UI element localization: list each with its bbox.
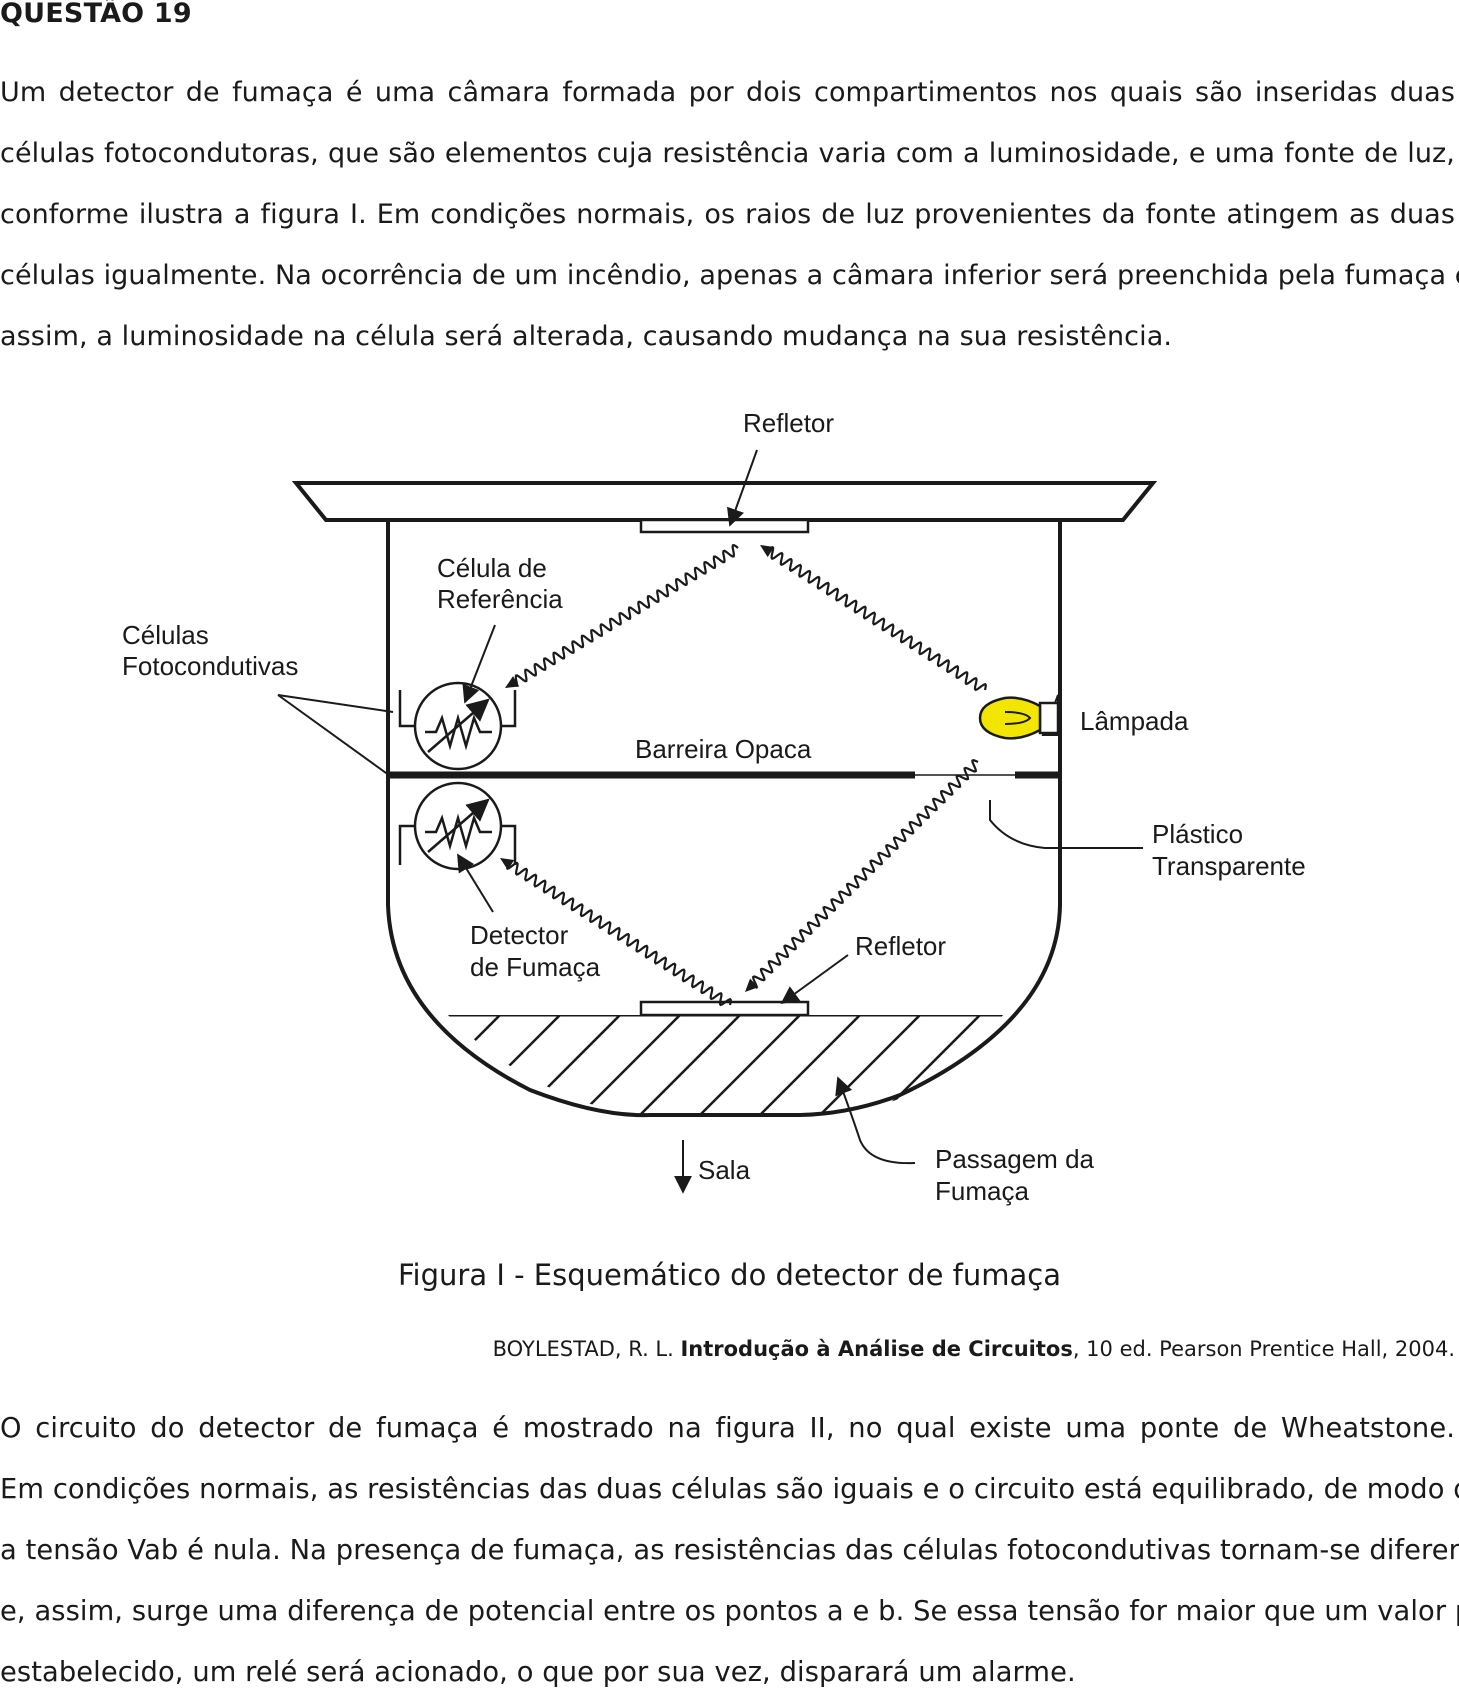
label-lampada: Lâmpada <box>1080 706 1189 736</box>
text-line: Em condições normais, as resistências da… <box>0 1474 1459 1505</box>
refletor-top-pointer <box>727 449 758 527</box>
circuit-paragraph: O circuito do detector de fumaça é mostr… <box>0 1398 1459 1703</box>
ray-lamp-to-top-reflector-arrowhead <box>760 545 775 558</box>
passagem-pointer <box>835 1076 916 1165</box>
label-plastico-1: Plástico <box>1152 819 1243 849</box>
text-line: células igualmente. Na ocorrência de um … <box>0 260 1459 291</box>
text-line: conforme ilustra a figura I. Em condiçõe… <box>0 199 1455 230</box>
reference-cell <box>398 681 517 771</box>
label-detector-2: de Fumaça <box>470 952 601 982</box>
text-line: assim, a luminosidade na célula será alt… <box>0 321 1173 352</box>
detector-cell <box>398 781 517 871</box>
smoke-detector-diagram: Refletor Célula de Referência Células Fo… <box>122 408 1306 1206</box>
text-line: e, assim, surge uma diferença de potenci… <box>0 1596 1459 1627</box>
housing-top <box>291 481 1158 522</box>
label-celula-ref-2: Referência <box>437 584 563 614</box>
ray-lamp-to-top-reflector <box>770 545 987 692</box>
ray-lamp-to-bottom-reflector <box>752 759 979 989</box>
question-heading: QUESTÃO 19 <box>0 0 192 29</box>
label-refletor-top: Refletor <box>743 408 834 438</box>
celulas-foto-pointer-2 <box>277 694 394 779</box>
label-detector-1: Detector <box>470 920 569 950</box>
label-celulas-foto-2: Fotocondutivas <box>122 651 298 681</box>
label-passagem-2: Fumaça <box>935 1176 1029 1206</box>
ray-bottom-reflector-to-detector <box>505 861 732 1007</box>
text-line: células fotocondutoras, que são elemento… <box>0 138 1455 169</box>
celula-ref-pointer <box>462 624 496 704</box>
figure-source: BOYLESTAD, R. L. Introdução à Análise de… <box>492 1337 1455 1361</box>
refletor-bottom-pointer <box>780 954 849 1005</box>
ray-top-reflector-to-ref-cell <box>514 543 739 687</box>
label-refletor-bottom: Refletor <box>855 931 946 961</box>
ray-lamp-to-bottom-reflector-arrowhead <box>745 978 759 992</box>
light-rays <box>500 543 987 1007</box>
text-line: a tensão Vab é nula. Na presença de fuma… <box>0 1535 1459 1566</box>
top-reflector <box>639 518 810 534</box>
housing-body <box>386 520 1062 1118</box>
label-barreira: Barreira Opaca <box>635 734 812 764</box>
text-line: O circuito do detector de fumaça é mostr… <box>0 1413 1455 1444</box>
intro-paragraph: Um detector de fumaça é uma câmara forma… <box>0 62 1459 367</box>
label-celulas-foto-1: Células <box>122 620 209 650</box>
figure-caption: Figura I - Esquemático do detector de fu… <box>397 1258 1062 1292</box>
label-sala: Sala <box>698 1155 751 1185</box>
label-plastico-2: Transparente <box>1152 851 1306 881</box>
plastico-pointer <box>989 800 1143 849</box>
label-celula-ref-1: Célula de <box>437 553 547 583</box>
celulas-foto-pointer-1 <box>277 694 394 713</box>
smoke-passage-hatch <box>448 1015 1003 1115</box>
ray-bottom-reflector-to-detector-arrowhead <box>500 858 515 871</box>
text-line: Um detector de fumaça é uma câmara forma… <box>0 77 1455 108</box>
label-passagem-1: Passagem da <box>935 1144 1095 1174</box>
lamp-icon <box>978 694 1060 740</box>
ray-top-reflector-to-ref-cell-arrowhead <box>505 676 520 688</box>
detector-pointer <box>457 853 494 913</box>
text-line: estabelecido, um relé será acionado, o q… <box>0 1657 1076 1688</box>
